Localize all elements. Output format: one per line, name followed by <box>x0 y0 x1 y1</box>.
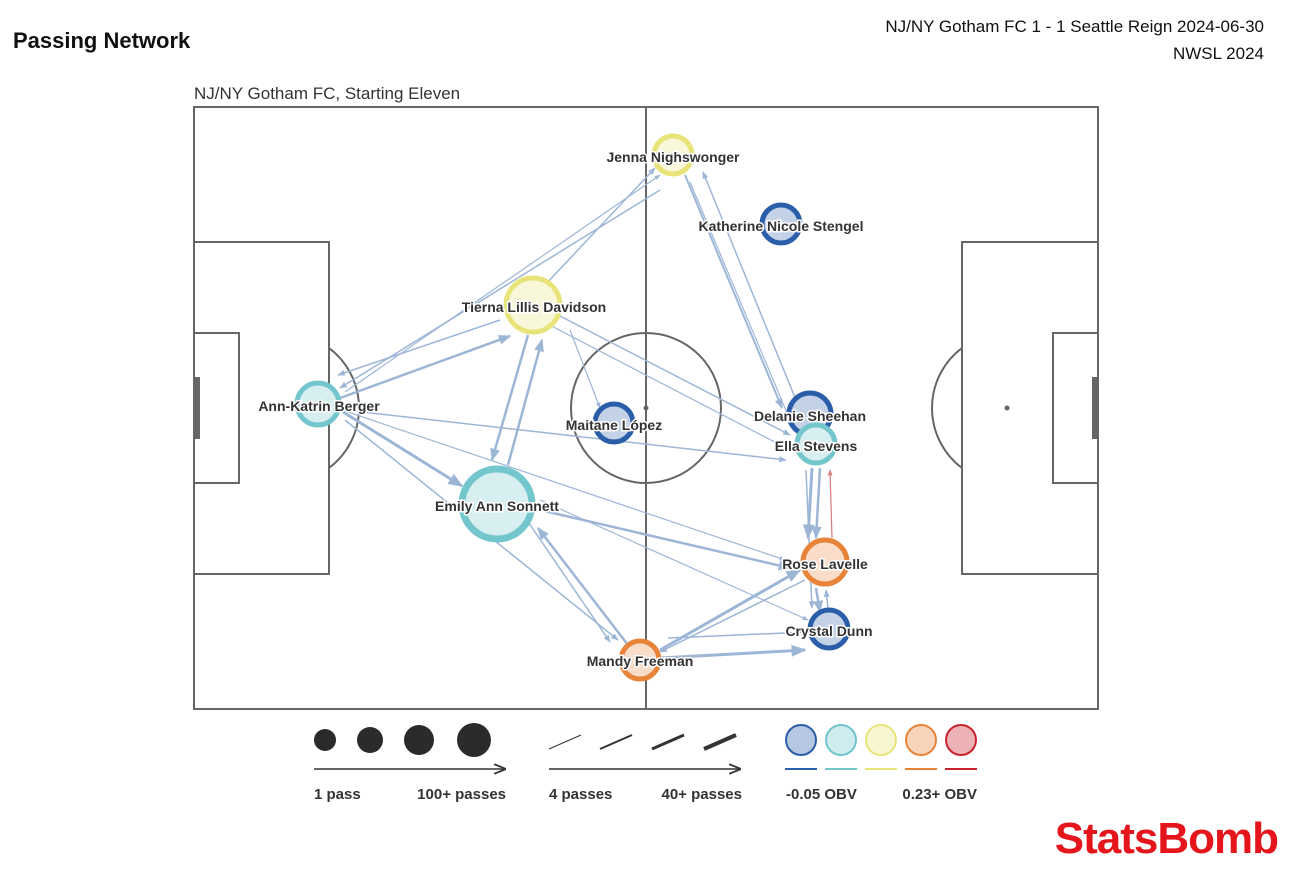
legend-size-max: 100+ passes <box>417 786 506 803</box>
pass-line <box>539 508 792 571</box>
legend-obv-swatch <box>905 724 937 756</box>
pass-line <box>827 469 833 539</box>
pass-line <box>805 469 815 609</box>
player-node-dunn[interactable] <box>807 607 851 651</box>
legend-obv-max: 0.23+ OBV <box>902 786 977 803</box>
legend-lines: 4 passes 40+ passes <box>548 733 743 803</box>
legend-size-dot <box>404 725 434 755</box>
player-label: Rose Lavelle <box>782 556 868 572</box>
legend-size-dot <box>457 723 491 757</box>
player-nodes <box>294 133 851 682</box>
pass-line <box>544 167 656 286</box>
legend-obv: -0.05 OBV 0.23+ OBV <box>785 724 977 803</box>
pass-line <box>823 589 830 609</box>
player-labels: Jenna Nighswonger Katherine Nicole Steng… <box>257 148 874 671</box>
player-label: Mandy Freeman <box>587 653 694 669</box>
legend-size-dot <box>314 729 336 751</box>
pass-line <box>659 644 807 660</box>
center-circle <box>570 332 722 484</box>
pitch <box>193 106 1099 710</box>
player-label: Jenna Nighswonger <box>606 149 740 165</box>
legend-obv-min: -0.05 OBV <box>786 786 857 803</box>
pass-line <box>341 409 786 561</box>
player-label: Katherine Nicole Stengel <box>699 218 864 234</box>
statsbomb-logo: StatsBomb <box>1055 814 1278 863</box>
legend-size-min: 1 pass <box>314 786 361 803</box>
legend-line-sample <box>651 733 685 751</box>
player-node-nighswonger[interactable] <box>651 133 695 177</box>
player-node-stevens[interactable] <box>794 422 838 466</box>
legend-line-sample <box>599 734 633 750</box>
player-node-freeman[interactable] <box>618 638 662 682</box>
legend-size: 1 pass 100+ passes <box>314 723 506 803</box>
pass-line <box>490 334 530 462</box>
player-label: Emily Ann Sonnett <box>435 498 559 514</box>
pass-line <box>339 189 661 389</box>
player-label: Tierna Lillis Davidson <box>462 299 606 315</box>
match-info: NJ/NY Gotham FC 1 - 1 Seattle Reign 2024… <box>885 17 1264 36</box>
pass-line <box>519 509 611 643</box>
pass-line <box>689 181 791 421</box>
legend-obv-swatch <box>945 724 977 756</box>
legend-line-min: 4 passes <box>549 786 612 803</box>
pass-line <box>344 409 787 463</box>
legend-obv-swatch <box>825 724 857 756</box>
legend-obv-swatch <box>785 724 817 756</box>
legend-size-dot <box>357 727 383 753</box>
player-label: Ann-Katrin Berger <box>258 398 380 414</box>
pass-line <box>537 527 629 646</box>
player-label: Delanie Sheehan <box>754 408 866 424</box>
right-penalty-spot <box>1004 405 1010 411</box>
right-penalty-area <box>961 241 1099 575</box>
pass-lines <box>337 167 833 660</box>
player-node-lavelle[interactable] <box>800 537 850 587</box>
pass-line <box>339 334 512 400</box>
legend-obv-swatch <box>865 724 897 756</box>
pass-line <box>811 467 822 540</box>
pass-line <box>344 174 661 393</box>
pass-line <box>539 319 791 451</box>
player-node-davidson[interactable] <box>503 275 563 335</box>
pass-line <box>559 315 791 436</box>
pass-line <box>337 319 501 376</box>
pass-line <box>813 587 824 614</box>
player-label: Crystal Dunn <box>785 623 872 639</box>
player-node-berger[interactable] <box>294 380 342 428</box>
player-label: Ella Stevens <box>775 438 858 454</box>
left-goal <box>194 377 200 439</box>
right-goal <box>1092 377 1098 439</box>
team-label: NJ/NY Gotham FC, Starting Eleven <box>194 84 460 103</box>
left-penalty-arc <box>328 347 360 469</box>
pass-line <box>684 174 783 409</box>
pass-line <box>702 171 797 401</box>
player-label: Maitane López <box>566 417 662 433</box>
right-penalty-arc <box>931 347 963 469</box>
pass-line <box>659 579 806 653</box>
right-six-yard-box <box>1052 332 1099 484</box>
competition-info: NWSL 2024 <box>1173 44 1264 63</box>
pass-line <box>506 338 544 466</box>
legend-line-max: 40+ passes <box>662 786 743 803</box>
legend-line-sample <box>548 734 582 750</box>
pass-line <box>342 410 464 488</box>
center-spot <box>643 405 649 411</box>
left-six-yard-box <box>193 332 240 484</box>
page-title: Passing Network <box>13 28 191 53</box>
player-node-stengel[interactable] <box>759 202 803 246</box>
legend-line-sample <box>703 733 737 751</box>
pass-line <box>539 499 809 621</box>
pass-line <box>569 329 601 409</box>
player-node-sonnett[interactable] <box>458 465 536 543</box>
player-node-lopez[interactable] <box>592 401 636 445</box>
